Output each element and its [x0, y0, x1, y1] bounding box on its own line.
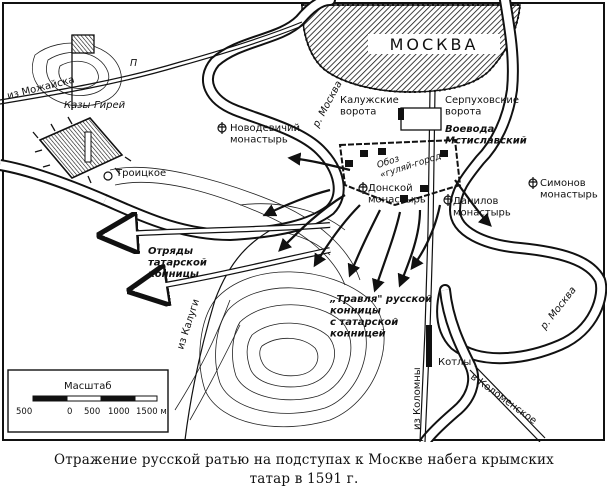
tatar-units-label-line: конницы	[148, 269, 199, 280]
kazy-girey-camp	[32, 34, 132, 184]
gates	[398, 107, 442, 131]
voevoda-label-line: Мстиславский	[445, 136, 527, 147]
travlya-label-line: конницей	[330, 329, 386, 340]
map-caption: Отражение русской ратью на подступах к М…	[8, 451, 600, 489]
tatar-attack-arrows	[105, 225, 331, 290]
caption-line-1: Отражение русской ратью на подступах к М…	[54, 452, 554, 468]
caption-line-2: татар в 1591 г.	[249, 471, 359, 487]
battle-map: МОСКВА р. Москва р. Москва из Можайска и…	[0, 0, 607, 442]
kazy-girey-label: Казы-Гирей	[64, 100, 126, 111]
scale-tick-label: 500	[16, 407, 32, 417]
city-label: МОСКВА	[390, 35, 479, 54]
simonov-label-line: монастырь	[540, 190, 598, 201]
danilov-label-line: монастырь	[453, 208, 511, 219]
travlya-label-line: с татарской	[330, 317, 398, 328]
scale-title: Масштаб	[64, 381, 112, 392]
kotly-marker	[426, 325, 432, 367]
scale-tick-label: 1500 м	[136, 407, 167, 417]
donskoy-label-line: монастырь	[368, 195, 426, 206]
scale-tick-label: 500	[84, 407, 100, 417]
serpukhov-gate-label-line: ворота	[445, 107, 481, 118]
troitskoe-label: Троицкое	[115, 168, 166, 179]
roads	[0, 21, 546, 442]
monastery-icons	[103, 122, 538, 206]
moskva-river	[0, 0, 607, 442]
road-kolomna: из Коломны	[412, 367, 423, 430]
poklonnaya-label: П	[130, 58, 137, 69]
russian-sally-arrows	[262, 152, 492, 293]
novodevichy-label-line: монастырь	[230, 135, 288, 146]
travlya-label-line: конницы	[330, 306, 381, 317]
scale-tick-label: 1000	[108, 407, 130, 417]
kotly-label: Котлы	[438, 357, 471, 368]
moscow-city: МОСКВА	[300, 4, 522, 94]
scale-bar: Масштаб 500 0 500 1000 1500 м	[7, 369, 169, 433]
russian-wagon-fort	[338, 138, 462, 207]
tatar-units-label-line: татарской	[148, 258, 207, 269]
kaluga-gate-label-line: ворота	[340, 107, 376, 118]
scale-tick-label: 0	[67, 407, 72, 417]
